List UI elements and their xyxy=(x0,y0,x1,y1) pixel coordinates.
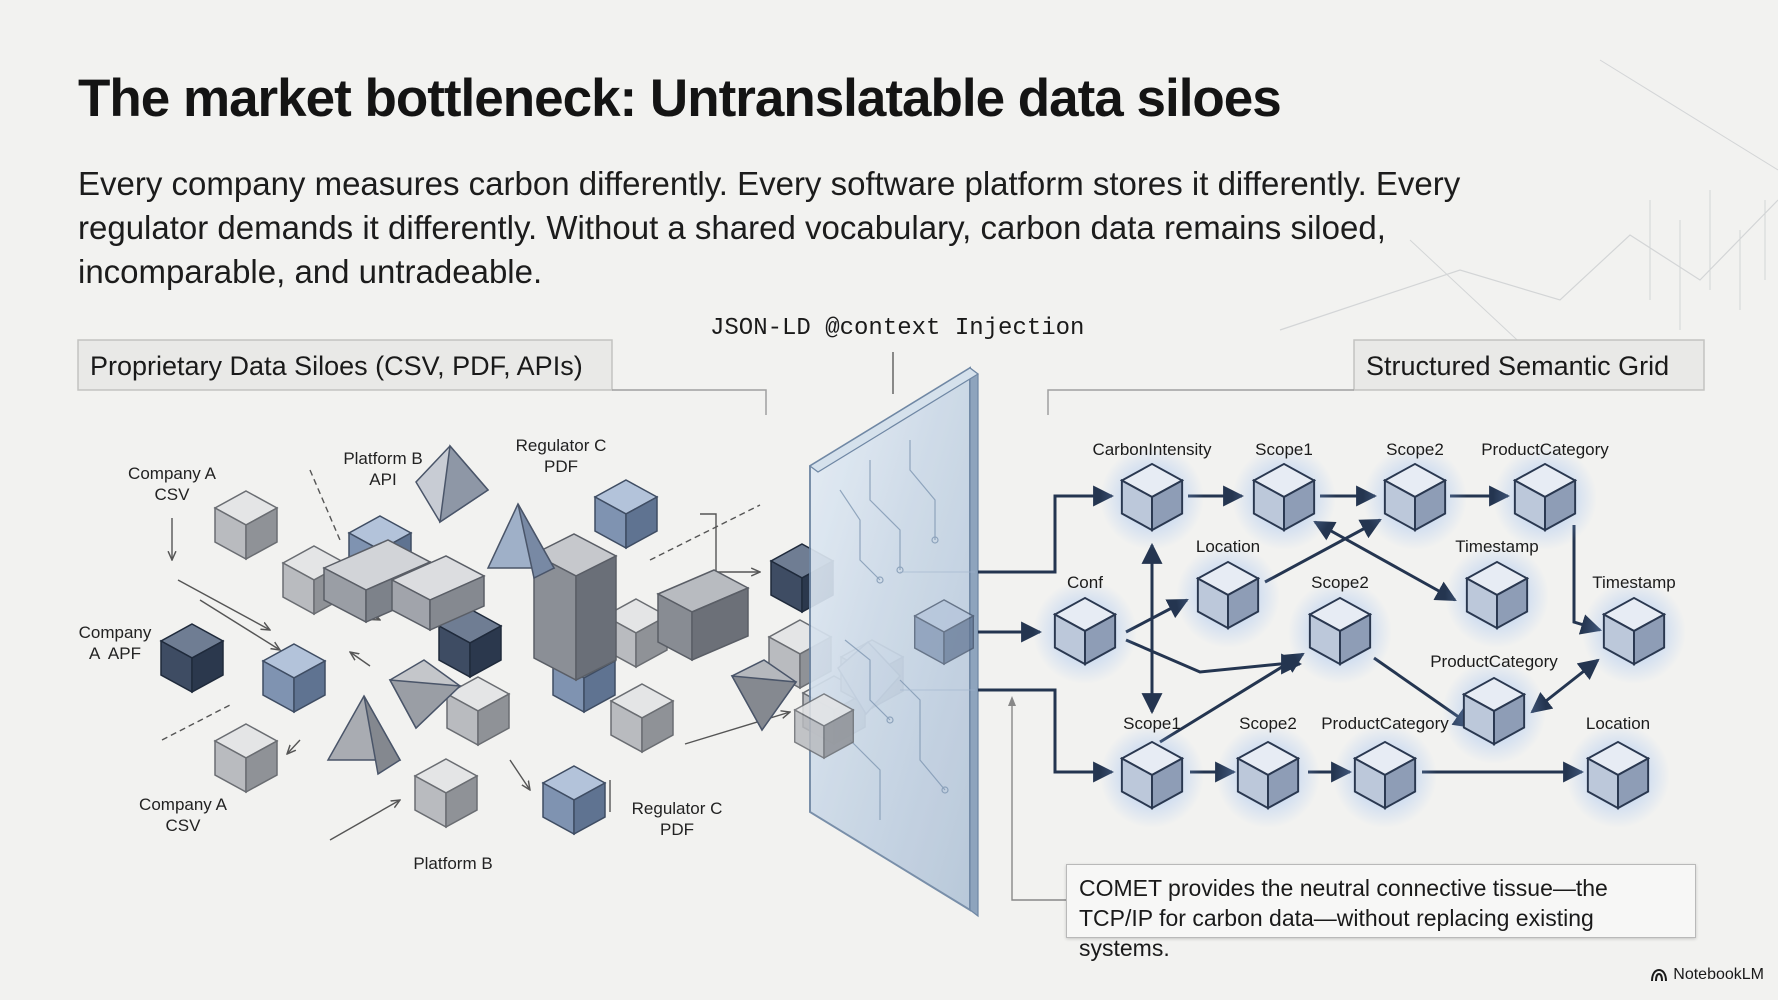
grid-label-timestamp-right: Timestamp xyxy=(1592,573,1675,592)
label-company-a-apf-2: A APF xyxy=(89,644,141,663)
label-company-a-csv-bottom-2: CSV xyxy=(166,816,202,835)
label-company-a-csv-top-1: Company A xyxy=(128,464,217,483)
label-regulator-c-pdf-bottom-2: PDF xyxy=(660,820,694,839)
grid-label-product-category-bottom: ProductCategory xyxy=(1321,714,1449,733)
label-platform-b-api-2: API xyxy=(369,470,396,489)
background-chart-decoration xyxy=(1279,59,1778,381)
brand-badge: NotebookLM xyxy=(1650,966,1764,984)
grid-label-scope1-top: Scope1 xyxy=(1255,440,1313,459)
slide-title: The market bottleneck: Untranslatable da… xyxy=(78,69,1282,128)
silo-shapes xyxy=(160,444,904,841)
grid-label-location-mid: Location xyxy=(1196,537,1260,556)
left-panel-header: Proprietary Data Siloes (CSV, PDF, APIs) xyxy=(77,339,767,415)
silo-labels: Company A CSV Platform B API Regulator C… xyxy=(79,436,723,873)
label-regulator-c-pdf-bottom-1: Regulator C xyxy=(632,799,723,818)
grid-label-scope1-bottom: Scope1 xyxy=(1123,714,1181,733)
label-company-a-apf-1: Company xyxy=(79,623,152,642)
grid-label-scope2-mid: Scope2 xyxy=(1311,573,1369,592)
semantic-grid: CarbonIntensity Scope1 Scope2 ProductCat… xyxy=(978,440,1686,828)
label-platform-b-bottom: Platform B xyxy=(413,854,492,873)
grid-label-product-category-mid: ProductCategory xyxy=(1430,652,1558,671)
context-injection-label: JSON-LD @context Injection xyxy=(710,315,1084,342)
comet-note: COMET provides the neutral connective ti… xyxy=(1066,864,1696,961)
label-regulator-c-pdf-top-2: PDF xyxy=(544,457,578,476)
grid-label-timestamp-mid: Timestamp xyxy=(1455,537,1538,556)
context-injection-pane xyxy=(794,366,1066,918)
grid-label-scope2-top: Scope2 xyxy=(1386,440,1444,459)
grid-label-product-category-top: ProductCategory xyxy=(1481,440,1609,459)
left-panel-title: Proprietary Data Siloes (CSV, PDF, APIs) xyxy=(90,351,583,381)
slide-subtitle: Every company measures carbon differentl… xyxy=(78,165,1461,290)
grid-label-location-bottom: Location xyxy=(1586,714,1650,733)
label-regulator-c-pdf-top-1: Regulator C xyxy=(516,436,607,455)
right-panel-title: Structured Semantic Grid xyxy=(1366,351,1669,381)
brand-name: NotebookLM xyxy=(1673,966,1764,983)
grid-label-conf: Conf xyxy=(1067,573,1103,592)
right-panel-header: Structured Semantic Grid xyxy=(1047,339,1705,415)
label-company-a-csv-bottom-1: Company A xyxy=(139,795,228,814)
label-platform-b-api-1: Platform B xyxy=(343,449,422,468)
grid-label-scope2-bottom: Scope2 xyxy=(1239,714,1297,733)
grid-label-carbon-intensity: CarbonIntensity xyxy=(1092,440,1212,459)
label-company-a-csv-top-2: CSV xyxy=(155,485,191,504)
notebooklm-icon xyxy=(1651,968,1668,982)
